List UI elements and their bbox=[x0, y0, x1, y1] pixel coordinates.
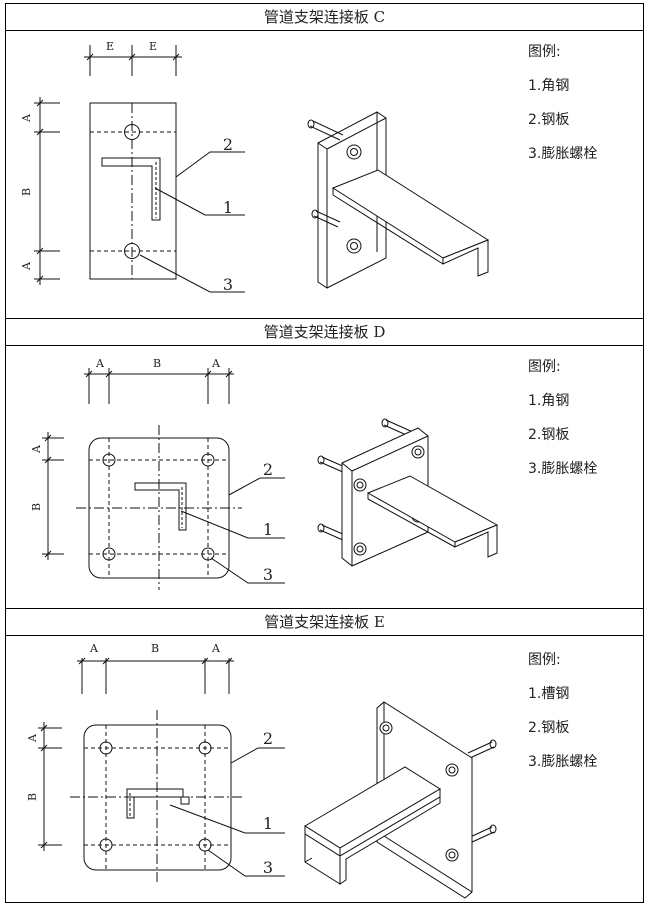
channel-steel bbox=[126, 788, 190, 819]
legend-item-2: 2.钢板 bbox=[528, 720, 570, 736]
legend-item-2: 2.钢板 bbox=[528, 112, 570, 128]
legend-item-3: 3.膨胀螺栓 bbox=[528, 146, 598, 162]
section-e-isometric-view bbox=[304, 701, 497, 899]
legend-item-3: 3.膨胀螺栓 bbox=[528, 754, 598, 770]
dim-label: E bbox=[149, 40, 157, 53]
bolt-hole bbox=[102, 547, 116, 561]
dim-label: E bbox=[106, 40, 114, 53]
nut bbox=[411, 445, 425, 459]
divider bbox=[5, 635, 644, 636]
callout-label: 2 bbox=[263, 460, 273, 479]
callout-label: 1 bbox=[263, 814, 273, 833]
section-e-plan-view: A B A A B bbox=[26, 642, 285, 885]
nut bbox=[346, 238, 362, 254]
callout-label: 2 bbox=[263, 729, 273, 748]
callout-label: 2 bbox=[223, 135, 233, 154]
nut bbox=[353, 542, 367, 556]
bolt-hole bbox=[201, 547, 215, 561]
nut bbox=[445, 848, 459, 862]
callout-label: 1 bbox=[223, 198, 233, 217]
dim-label: A bbox=[20, 113, 33, 123]
dim-label: A bbox=[30, 444, 43, 454]
legend-item-1: 1.槽钢 bbox=[528, 686, 570, 702]
divider bbox=[5, 318, 644, 319]
bolt-hole bbox=[124, 124, 140, 140]
nut bbox=[346, 144, 362, 160]
nut bbox=[445, 763, 459, 777]
table-border bbox=[5, 3, 644, 903]
legend-item-2: 2.钢板 bbox=[528, 427, 570, 443]
callout-label: 1 bbox=[263, 520, 273, 539]
legend-item-1: 1.角钢 bbox=[528, 78, 570, 94]
bolt-hole bbox=[198, 741, 212, 755]
legend-title: 图例: bbox=[528, 359, 561, 375]
bolt-hole bbox=[198, 838, 212, 852]
angle-steel bbox=[134, 482, 187, 531]
dim-label: A bbox=[211, 357, 221, 370]
callout-label: 3 bbox=[263, 858, 273, 877]
dim-label: A bbox=[26, 733, 39, 743]
bolt-hole bbox=[102, 453, 116, 467]
dim-label: A bbox=[211, 642, 221, 655]
dim-label: A bbox=[20, 261, 33, 271]
bolt bbox=[307, 119, 315, 129]
legend-title: 图例: bbox=[528, 44, 561, 60]
dim-label: A bbox=[89, 642, 99, 655]
dim-label: B bbox=[153, 357, 161, 370]
dim-label: B bbox=[20, 188, 33, 196]
legend-item-3: 3.膨胀螺栓 bbox=[528, 461, 598, 477]
section-e-title: 管道支架连接板 E bbox=[264, 613, 385, 631]
dim-label: B bbox=[26, 793, 39, 801]
section-d-isometric-view bbox=[317, 418, 499, 567]
bolt-hole bbox=[99, 741, 113, 755]
callout-label: 3 bbox=[263, 565, 273, 584]
section-d-legend: 图例: 1.角钢 2.钢板 3.膨胀螺栓 bbox=[528, 357, 597, 493]
angle-steel bbox=[101, 157, 161, 221]
dim-label: A bbox=[95, 357, 105, 370]
legend-title: 图例: bbox=[528, 652, 561, 668]
section-d-plan-view: A B A A B bbox=[30, 357, 285, 590]
divider bbox=[5, 608, 644, 609]
legend-item-1: 1.角钢 bbox=[528, 393, 570, 409]
divider bbox=[5, 30, 644, 31]
section-c-isometric-view bbox=[307, 111, 490, 289]
divider bbox=[5, 345, 644, 346]
bolt-hole bbox=[99, 838, 113, 852]
bolt bbox=[311, 209, 319, 219]
section-e-legend: 图例: 1.槽钢 2.钢板 3.膨胀螺栓 bbox=[528, 650, 597, 786]
steel-plate bbox=[89, 102, 177, 280]
bolt-hole bbox=[201, 453, 215, 467]
dim-label: B bbox=[151, 642, 159, 655]
section-c-title: 管道支架连接板 C bbox=[263, 8, 386, 26]
bolt-hole bbox=[124, 243, 140, 259]
nut bbox=[353, 478, 367, 492]
section-c-legend: 图例: 1.角钢 2.钢板 3.膨胀螺栓 bbox=[528, 42, 597, 178]
dim-label: B bbox=[30, 503, 43, 511]
section-c-plan-view: E E A B A bbox=[20, 40, 245, 294]
nut bbox=[379, 721, 393, 735]
section-d-title: 管道支架连接板 D bbox=[263, 323, 386, 341]
callout-label: 3 bbox=[223, 275, 233, 294]
